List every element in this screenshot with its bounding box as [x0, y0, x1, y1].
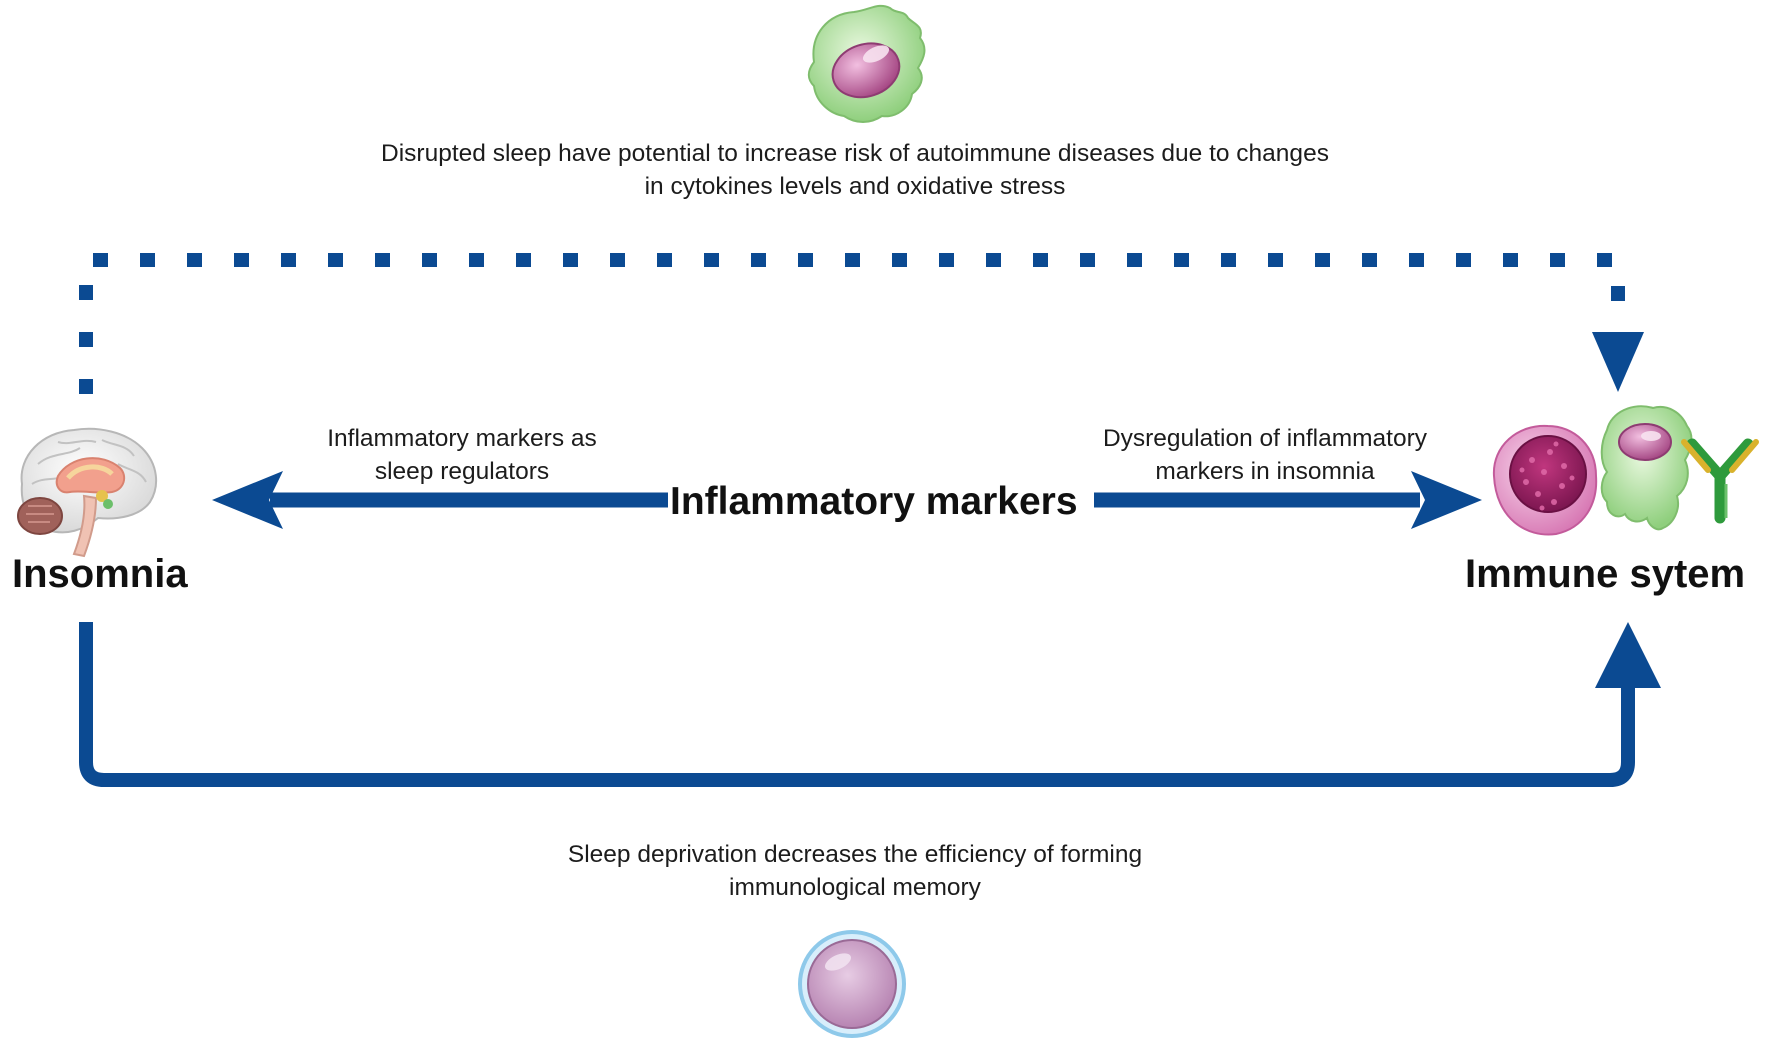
dotted-feedback-arrow [79, 253, 1644, 394]
brain-icon [17, 427, 158, 558]
macrophage-icon [807, 4, 926, 123]
macrophage-cell-icon [1600, 405, 1693, 531]
bottom-loop-head [1595, 622, 1661, 688]
top-annotation-line-1: Disrupted sleep have potential to increa… [381, 140, 1329, 167]
bottom-annotation-line-2: immunological memory [729, 874, 981, 902]
center-node-label: Inflammatory markers [668, 480, 1080, 523]
left-arrow-annotation-line-2: sleep regulators [374, 458, 550, 486]
left-arrow-annotation-line-1: Inflammatory markers as [327, 425, 597, 452]
right-arrow-head [1411, 471, 1482, 529]
dotted-arrow-head [1592, 332, 1644, 392]
left-arrow-annotation: Inflammatory markers as sleep regulators [262, 422, 662, 489]
bottom-annotation: Sleep deprivation decreases the efficien… [455, 838, 1255, 905]
bottom-loop-path [79, 622, 1635, 787]
insomnia-label: Insomnia [12, 552, 188, 596]
top-annotation: Disrupted sleep have potential to increa… [0, 137, 1710, 204]
antibody-icon [1681, 438, 1759, 524]
left-arrow [212, 471, 668, 529]
dotted-arrow-path [79, 253, 1625, 394]
right-arrow-annotation: Dysregulation of inflammatory markers in… [1065, 422, 1465, 489]
lymphocyte-icon [1492, 424, 1598, 536]
immune-system-label: Immune sytem [1465, 552, 1746, 596]
bottom-annotation-line-1: Sleep deprivation decreases the efficien… [567, 841, 1143, 868]
right-arrow-annotation-line-2: markers in insomnia [1155, 458, 1375, 486]
b-cell-icon [798, 930, 906, 1038]
right-arrow-annotation-line-1: Dysregulation of inflammatory [1102, 425, 1428, 452]
top-annotation-line-2: in cytokines levels and oxidative stress [644, 173, 1066, 201]
right-arrow [1094, 471, 1482, 529]
left-arrow-head [212, 471, 283, 529]
bottom-loop-arrow [79, 622, 1661, 787]
